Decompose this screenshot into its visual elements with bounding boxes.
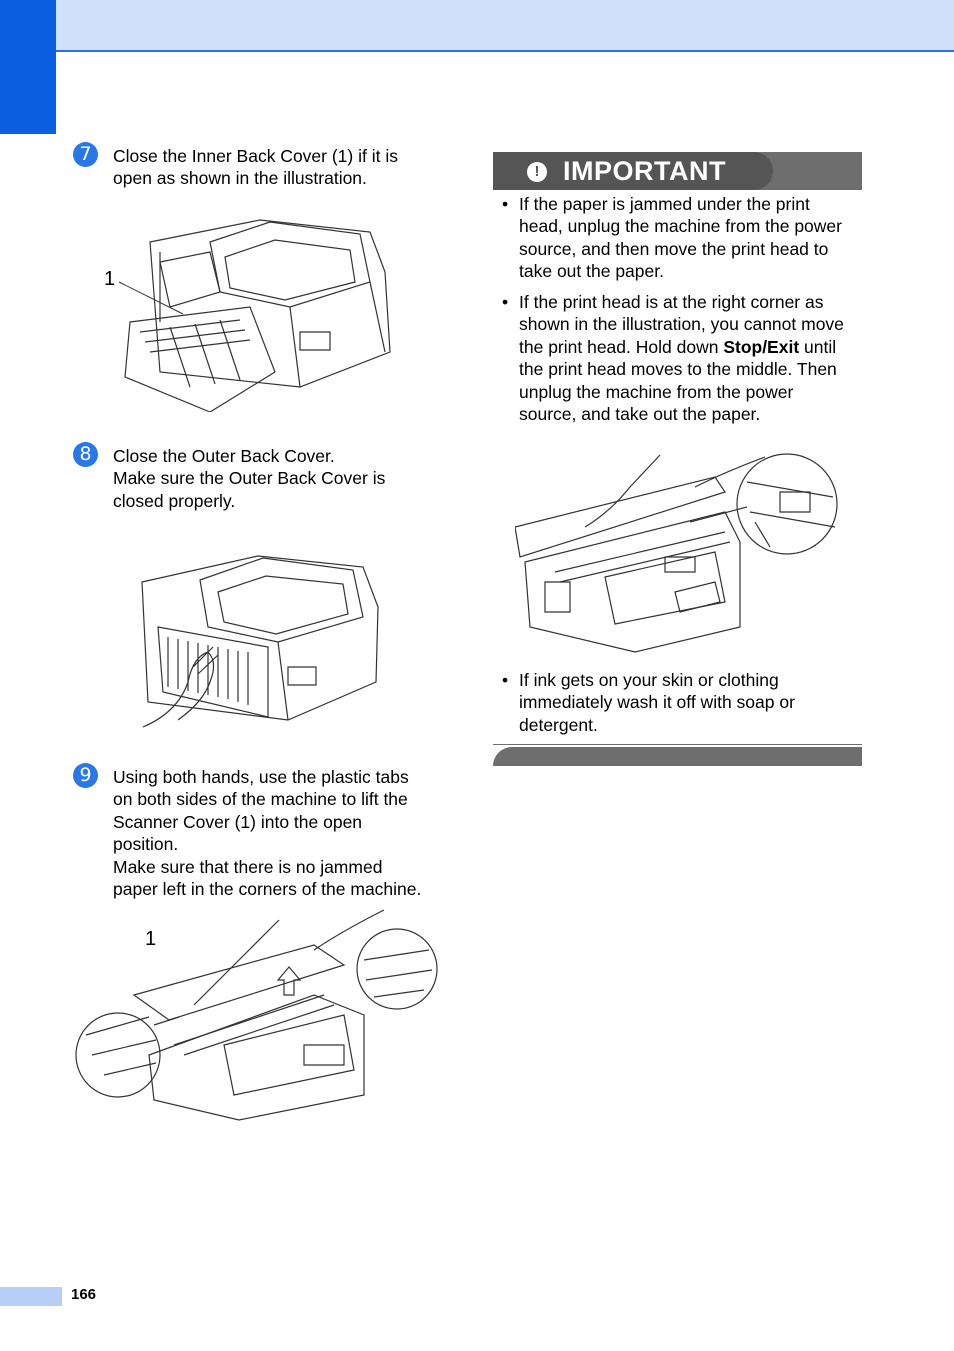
step-9-line-1: Using both hands, use the plastic tabs bbox=[113, 767, 409, 787]
important-title: IMPORTANT bbox=[563, 156, 726, 186]
bullet-2-line-5: unplug the machine from the power bbox=[519, 381, 794, 402]
bullet-1-line-4: take out the paper. bbox=[519, 261, 664, 282]
bullet-3-line-2: immediately wash it off with soap or bbox=[519, 692, 795, 713]
step-8-line-1: Close the Outer Back Cover. bbox=[113, 446, 335, 466]
step-badge-7: 7 bbox=[73, 142, 98, 167]
bullet-2-line-2: shown in the illustration, you cannot mo… bbox=[519, 314, 844, 335]
step-9-line-2: on both sides of the machine to lift the bbox=[113, 789, 408, 810]
callout-scanner-cover: 1 bbox=[145, 928, 157, 950]
header-band bbox=[0, 0, 954, 52]
bullet-3-line-3: detergent. bbox=[519, 714, 598, 735]
footer-tab bbox=[0, 1287, 62, 1306]
callout-leader-line bbox=[117, 278, 187, 318]
step-9-line-6: paper left in the corners of the machine… bbox=[113, 879, 422, 900]
illustration-lift-scanner-cover bbox=[74, 905, 440, 1123]
bullet-2-line-3-start: the print head. Hold down bbox=[519, 336, 724, 357]
chapter-tab bbox=[0, 0, 56, 134]
page-number: 166 bbox=[71, 1286, 97, 1303]
illustration-print-head-right-corner bbox=[515, 452, 840, 657]
step-9-line-3: Scanner Cover (1) into the open bbox=[113, 811, 363, 832]
step-7-line-2: open as shown in the illustration. bbox=[113, 168, 367, 189]
step-9-line-5: Make sure that there is no jammed bbox=[113, 856, 383, 877]
stop-exit-key-label: Stop/Exit bbox=[723, 336, 800, 357]
step-7-line-1: Close the Inner Back Cover (1) if it is bbox=[113, 146, 398, 166]
important-banner: ! IMPORTANT bbox=[493, 152, 862, 190]
bullet-dot: • bbox=[502, 670, 509, 690]
important-footer-bar bbox=[493, 747, 862, 766]
bullet-1-line-3: source, and then move the print head to bbox=[519, 238, 829, 259]
bullet-2-line-3-end: until bbox=[799, 336, 837, 357]
step-9-text: Using both hands, use the plastic tabs o… bbox=[113, 766, 448, 900]
bullet-1-line-1: If the paper is jammed under the print bbox=[519, 194, 810, 214]
bullet-3-line-1: If ink gets on your skin or clothing bbox=[519, 670, 779, 690]
bullet-2-line-3: the print head. Hold down Stop/Exit unti… bbox=[519, 336, 864, 358]
bullet-2-text: If the print head is at the right corner… bbox=[519, 291, 864, 425]
bullet-1-text: If the paper is jammed under the print h… bbox=[519, 193, 864, 283]
step-7-text: Close the Inner Back Cover (1) if it is … bbox=[113, 145, 448, 190]
step-8-line-2: Make sure the Outer Back Cover is bbox=[113, 468, 386, 489]
illustration-inner-back-cover bbox=[100, 212, 400, 412]
bullet-2-line-4: the print head moves to the middle. Then bbox=[519, 359, 837, 380]
exclamation-icon: ! bbox=[527, 162, 547, 182]
bullet-1-line-2: head, unplug the machine from the power bbox=[519, 216, 842, 237]
step-8-text: Close the Outer Back Cover. Make sure th… bbox=[113, 445, 448, 512]
step-badge-9: 9 bbox=[73, 763, 98, 788]
step-9-line-4: position. bbox=[113, 834, 179, 855]
bullet-2-line-1: If the print head is at the right corner… bbox=[519, 292, 824, 312]
callout-inner-back-cover: 1 bbox=[104, 268, 116, 290]
bullet-2-line-6: source, and take out the paper. bbox=[519, 404, 761, 425]
bullet-dot: • bbox=[502, 194, 509, 214]
illustration-outer-back-cover bbox=[138, 552, 386, 737]
step-badge-8: 8 bbox=[73, 442, 98, 467]
step-8-line-3: closed properly. bbox=[113, 490, 236, 511]
bullet-dot: • bbox=[502, 292, 509, 312]
bullet-3-text: If ink gets on your skin or clothing imm… bbox=[519, 669, 864, 736]
important-rule bbox=[493, 744, 862, 745]
